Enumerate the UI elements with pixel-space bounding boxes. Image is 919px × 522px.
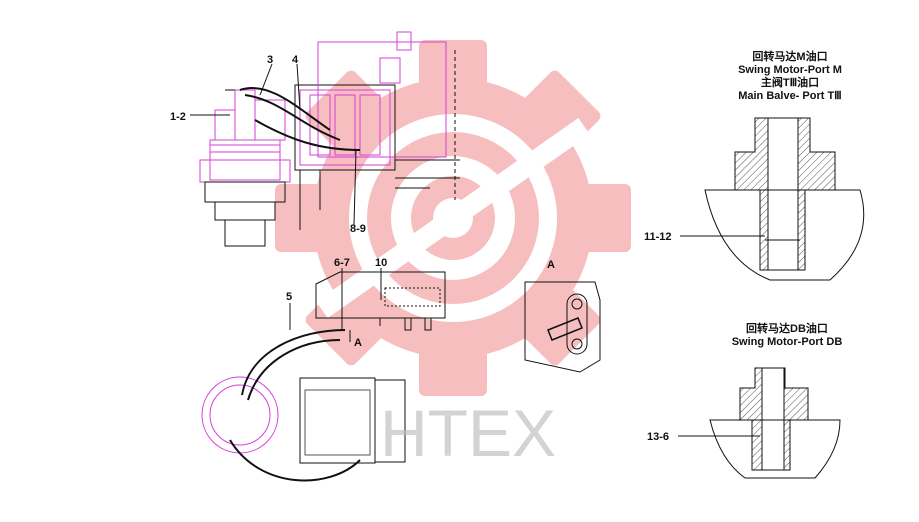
callout-11-12: 11-12 <box>644 231 672 243</box>
swing-motor-assembly-top <box>190 31 460 247</box>
callout-1-2: 1-2 <box>170 111 186 123</box>
watermark-gear-logo <box>275 40 631 396</box>
callout-4: 4 <box>292 54 299 66</box>
callout-5: 5 <box>286 291 292 303</box>
detail-fitting-port-m <box>680 117 865 281</box>
detail-top-line2: Swing Motor-Port M <box>738 64 842 76</box>
callout-a-small: A <box>354 337 362 349</box>
callout-8-9: 8-9 <box>350 223 366 235</box>
detail-bottom-line2: Swing Motor-Port DB <box>732 336 843 348</box>
watermark-text: HTEX <box>380 396 556 470</box>
main-valve-assembly-bottom <box>201 303 406 482</box>
detail-bottom-line1: 回转马达DB油口 <box>746 321 828 335</box>
port-bracket-view <box>315 268 446 342</box>
detail-top-line3: 主阀TⅢ油口 <box>761 75 819 89</box>
detail-top-line4: Main Balve- Port TⅢ <box>738 90 842 102</box>
detail-top-line1: 回转马达M油口 <box>752 49 827 63</box>
callout-3: 3 <box>267 54 273 66</box>
callout-13-6: 13-6 <box>647 431 669 443</box>
callout-6-7: 6-7 <box>334 257 350 269</box>
callout-a-view: A <box>547 259 555 271</box>
callout-10: 10 <box>375 257 387 269</box>
detail-view-a <box>524 281 601 373</box>
detail-fitting-port-db <box>678 367 841 479</box>
